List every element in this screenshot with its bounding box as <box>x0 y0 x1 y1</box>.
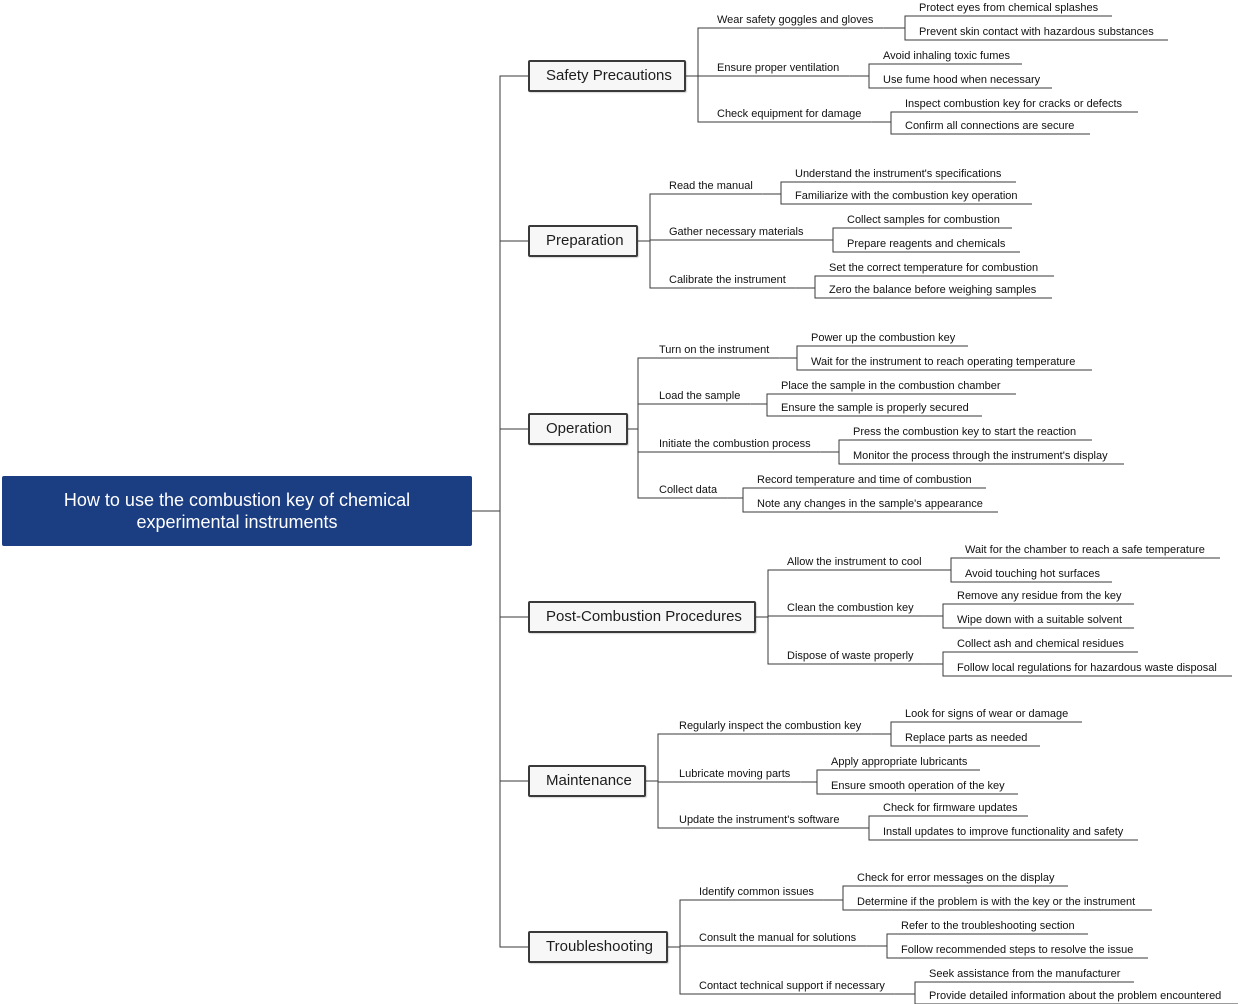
children-bracket <box>679 899 688 995</box>
children-bracket <box>657 733 666 829</box>
leaf-bracket <box>766 393 773 417</box>
leaf-label[interactable]: Wait for the chamber to reach a safe tem… <box>965 544 1205 556</box>
leaf-label[interactable]: Understand the instrument's specificatio… <box>795 168 1002 180</box>
leaf-label[interactable]: Wait for the instrument to reach operati… <box>811 356 1076 368</box>
leaf-label[interactable]: Wipe down with a suitable solvent <box>957 614 1123 626</box>
subtopic-label[interactable]: Ensure proper ventilation <box>717 62 840 74</box>
children-bracket <box>767 569 776 665</box>
leaf-label[interactable]: Protect eyes from chemical splashes <box>919 2 1099 14</box>
leaf-bracket <box>942 651 949 677</box>
leaf-label[interactable]: Ensure the sample is properly secured <box>781 402 969 414</box>
leaf-label[interactable]: Look for signs of wear or damage <box>905 708 1069 720</box>
leaf-label[interactable]: Check for firmware updates <box>883 802 1018 814</box>
leaf-label[interactable]: Set the correct temperature for combusti… <box>829 262 1039 274</box>
leaf-bracket <box>942 603 949 629</box>
leaf-label[interactable]: Inspect combustion key for cracks or def… <box>905 98 1123 110</box>
subtopic-label[interactable]: Update the instrument's software <box>679 814 840 826</box>
leaf-label[interactable]: Follow local regulations for hazardous w… <box>957 662 1217 674</box>
leaf-bracket <box>914 981 921 1004</box>
subtopic-label[interactable]: Dispose of waste properly <box>787 650 914 662</box>
leaf-label[interactable]: Use fume hood when necessary <box>883 74 1041 86</box>
leaf-bracket <box>814 275 821 299</box>
branch-troubleshooting[interactable]: Troubleshooting <box>528 931 668 963</box>
leaf-label[interactable]: Prevent skin contact with hazardous subs… <box>919 26 1154 38</box>
leaf-label[interactable]: Avoid touching hot surfaces <box>965 568 1100 580</box>
leaf-label[interactable]: Replace parts as needed <box>905 732 1028 744</box>
leaf-label[interactable]: Follow recommended steps to resolve the … <box>901 944 1134 956</box>
subtopic-label[interactable]: Wear safety goggles and gloves <box>717 14 874 26</box>
leaf-label[interactable]: Avoid inhaling toxic fumes <box>883 50 1010 62</box>
branch-maintenance[interactable]: Maintenance <box>528 765 646 797</box>
branch-safety-precautions[interactable]: Safety Precautions <box>528 60 686 92</box>
leaf-label[interactable]: Apply appropriate lubricants <box>831 756 968 768</box>
subtopic-label[interactable]: Calibrate the instrument <box>669 274 786 286</box>
trunk-line <box>499 75 508 948</box>
leaf-label[interactable]: Note any changes in the sample's appeara… <box>757 498 983 510</box>
subtopic-label[interactable]: Load the sample <box>659 390 741 402</box>
leaf-bracket <box>886 933 893 959</box>
leaf-bracket <box>890 721 897 747</box>
leaf-label[interactable]: Ensure smooth operation of the key <box>831 780 1005 792</box>
leaf-bracket <box>868 63 875 89</box>
leaf-label[interactable]: Check for error messages on the display <box>857 872 1055 884</box>
subtopic-label[interactable]: Collect data <box>659 484 718 496</box>
leaf-bracket <box>904 15 911 41</box>
leaf-label[interactable]: Provide detailed information about the p… <box>929 990 1222 1002</box>
branch-post-combustion-procedures[interactable]: Post-Combustion Procedures <box>528 601 756 633</box>
leaf-bracket <box>832 227 839 253</box>
subtopic-label[interactable]: Consult the manual for solutions <box>699 932 857 944</box>
leaf-label[interactable]: Determine if the problem is with the key… <box>857 896 1136 908</box>
leaf-label[interactable]: Power up the combustion key <box>811 332 956 344</box>
subtopic-label[interactable]: Turn on the instrument <box>659 344 770 356</box>
leaf-bracket <box>780 181 787 205</box>
leaf-label[interactable]: Familiarize with the combustion key oper… <box>795 190 1018 202</box>
subtopic-label[interactable]: Gather necessary materials <box>669 226 804 238</box>
leaf-label[interactable]: Install updates to improve functionality… <box>883 826 1124 838</box>
subtopic-label[interactable]: Check equipment for damage <box>717 108 862 120</box>
children-bracket <box>649 193 658 289</box>
root-topic[interactable]: How to use the combustion key of chemica… <box>2 476 472 546</box>
leaf-label[interactable]: Zero the balance before weighing samples <box>829 284 1037 296</box>
leaf-label[interactable]: Confirm all connections are secure <box>905 120 1075 132</box>
leaf-bracket <box>742 487 749 513</box>
leaf-label[interactable]: Collect ash and chemical residues <box>957 638 1124 650</box>
subtopic-label[interactable]: Allow the instrument to cool <box>787 556 922 568</box>
leaf-bracket <box>796 345 803 371</box>
leaf-bracket <box>816 769 823 795</box>
subtopic-label[interactable]: Identify common issues <box>699 886 814 898</box>
children-bracket <box>697 27 706 123</box>
subtopic-label[interactable]: Contact technical support if necessary <box>699 980 885 992</box>
leaf-bracket <box>868 815 875 841</box>
leaf-bracket <box>950 557 957 583</box>
leaf-label[interactable]: Record temperature and time of combustio… <box>757 474 972 486</box>
subtopic-label[interactable]: Read the manual <box>669 180 753 192</box>
leaf-label[interactable]: Collect samples for combustion <box>847 214 1000 226</box>
children-bracket <box>637 357 646 499</box>
leaf-label[interactable]: Place the sample in the combustion chamb… <box>781 380 1001 392</box>
leaf-label[interactable]: Press the combustion key to start the re… <box>853 426 1077 438</box>
leaf-label[interactable]: Prepare reagents and chemicals <box>847 238 1006 250</box>
leaf-bracket <box>842 885 849 911</box>
leaf-bracket <box>838 439 845 465</box>
branch-preparation[interactable]: Preparation <box>528 225 638 257</box>
subtopic-label[interactable]: Initiate the combustion process <box>659 438 811 450</box>
leaf-label[interactable]: Refer to the troubleshooting section <box>901 920 1075 932</box>
subtopic-label[interactable]: Clean the combustion key <box>787 602 914 614</box>
leaf-label[interactable]: Monitor the process through the instrume… <box>853 450 1108 462</box>
subtopic-label[interactable]: Lubricate moving parts <box>679 768 791 780</box>
leaf-label[interactable]: Remove any residue from the key <box>957 590 1122 602</box>
subtopic-label[interactable]: Regularly inspect the combustion key <box>679 720 862 732</box>
leaf-label[interactable]: Seek assistance from the manufacturer <box>929 968 1121 980</box>
leaf-bracket <box>890 111 897 135</box>
branch-operation[interactable]: Operation <box>528 413 628 445</box>
